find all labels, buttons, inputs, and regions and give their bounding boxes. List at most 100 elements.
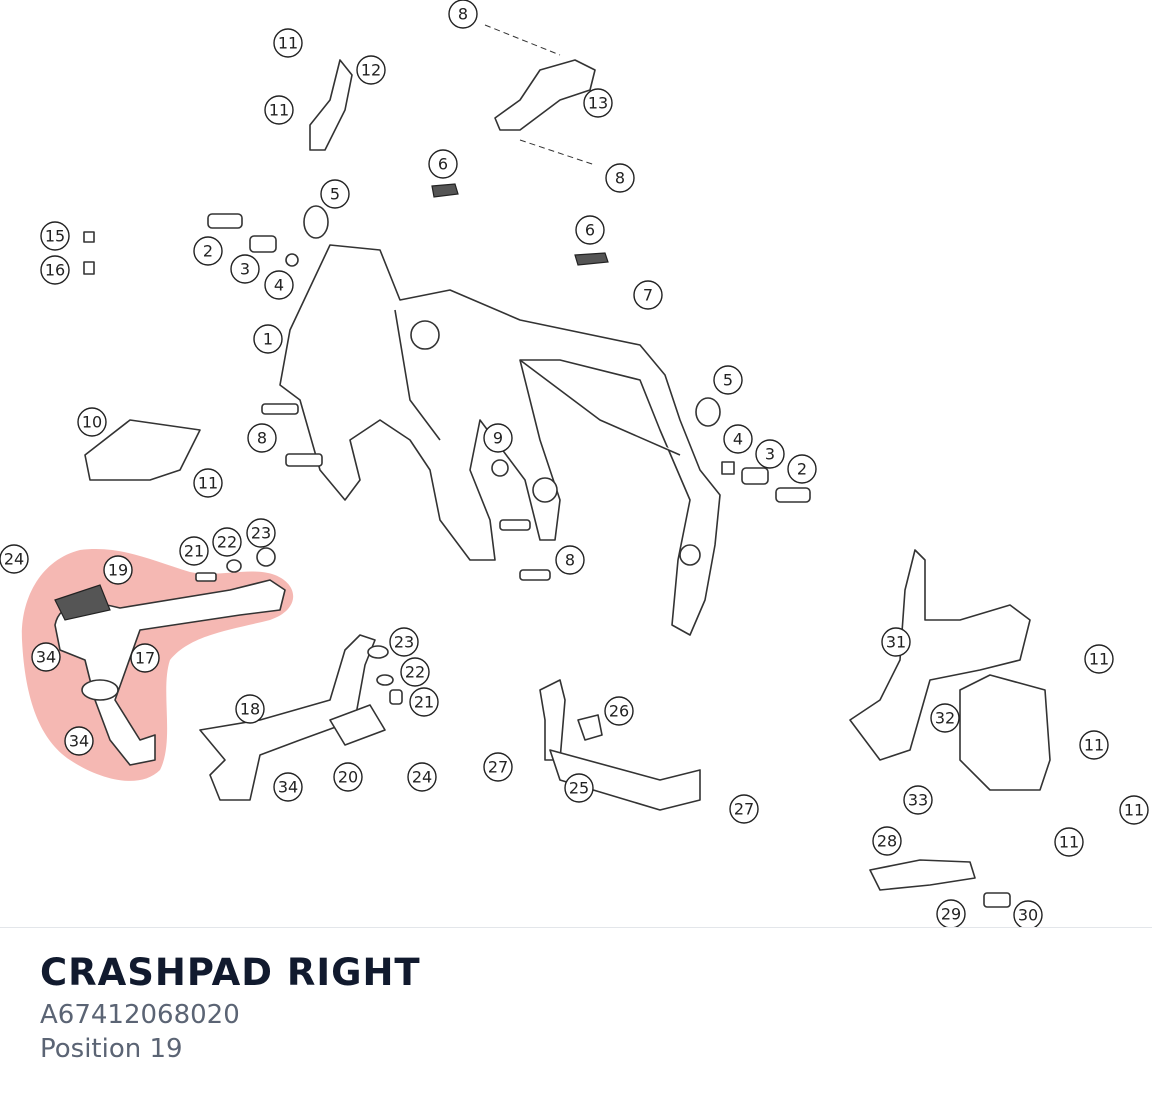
svg-text:8: 8 bbox=[615, 169, 625, 188]
callout-11[interactable]: 11 bbox=[1054, 827, 1084, 857]
svg-text:29: 29 bbox=[941, 905, 961, 924]
callout-6[interactable]: 6 bbox=[575, 215, 605, 245]
callout-21[interactable]: 21 bbox=[409, 687, 439, 717]
part-info-panel: CRASHPAD RIGHT A67412068020 Position 19 bbox=[40, 948, 421, 1066]
callout-11[interactable]: 11 bbox=[264, 95, 294, 125]
callout-12[interactable]: 12 bbox=[356, 55, 386, 85]
exploded-parts-diagram: 8 11 12 11 13 8 6 5 6 15 2 3 16 4 7 1 5 … bbox=[0, 0, 1149, 928]
crashpad-right[interactable] bbox=[54, 579, 286, 766]
callout-30[interactable]: 30 bbox=[1013, 900, 1043, 928]
svg-text:34: 34 bbox=[36, 648, 56, 667]
svg-text:3: 3 bbox=[240, 260, 250, 279]
svg-text:27: 27 bbox=[734, 800, 754, 819]
callout-6[interactable]: 6 bbox=[428, 149, 458, 179]
callout-33[interactable]: 33 bbox=[903, 785, 933, 815]
callout-9[interactable]: 9 bbox=[483, 423, 513, 453]
callout-2[interactable]: 2 bbox=[787, 454, 817, 484]
callout-8[interactable]: 8 bbox=[247, 423, 277, 453]
svg-text:13: 13 bbox=[588, 94, 608, 113]
svg-text:11: 11 bbox=[278, 34, 298, 53]
callout-4[interactable]: 4 bbox=[264, 270, 294, 300]
callout-10[interactable]: 10 bbox=[77, 407, 107, 437]
callout-27[interactable]: 27 bbox=[729, 794, 759, 824]
callout-13[interactable]: 13 bbox=[583, 88, 613, 118]
callout-2[interactable]: 2 bbox=[193, 236, 223, 266]
callout-15[interactable]: 15 bbox=[40, 221, 70, 251]
svg-text:9: 9 bbox=[493, 429, 503, 448]
svg-text:1: 1 bbox=[263, 330, 273, 349]
callout-22[interactable]: 22 bbox=[212, 527, 242, 557]
callout-4[interactable]: 4 bbox=[723, 424, 753, 454]
callout-23[interactable]: 23 bbox=[389, 627, 419, 657]
svg-text:7: 7 bbox=[643, 286, 653, 305]
callout-23[interactable]: 23 bbox=[246, 518, 276, 548]
callout-11[interactable]: 11 bbox=[273, 28, 303, 58]
callout-14[interactable]: 8 bbox=[448, 0, 478, 29]
callout-27[interactable]: 27 bbox=[483, 752, 513, 782]
svg-text:20: 20 bbox=[338, 768, 358, 787]
callout-31[interactable]: 31 bbox=[881, 627, 911, 657]
callout-20[interactable]: 20 bbox=[333, 762, 363, 792]
callout-21[interactable]: 21 bbox=[179, 536, 209, 566]
svg-text:24: 24 bbox=[4, 550, 24, 569]
svg-text:19: 19 bbox=[108, 561, 128, 580]
callout-11[interactable]: 11 bbox=[1084, 644, 1114, 674]
callout-28[interactable]: 28 bbox=[872, 826, 902, 856]
svg-text:33: 33 bbox=[908, 791, 928, 810]
svg-text:11: 11 bbox=[1089, 650, 1109, 669]
svg-text:22: 22 bbox=[217, 533, 237, 552]
svg-text:12: 12 bbox=[361, 61, 381, 80]
callout-3[interactable]: 3 bbox=[755, 439, 785, 469]
callout-32[interactable]: 32 bbox=[930, 703, 960, 733]
callout-34[interactable]: 34 bbox=[31, 642, 61, 672]
callout-11[interactable]: 11 bbox=[1119, 795, 1149, 825]
svg-text:32: 32 bbox=[935, 709, 955, 728]
svg-text:23: 23 bbox=[394, 633, 414, 652]
callout-17[interactable]: 17 bbox=[130, 643, 160, 673]
svg-text:3: 3 bbox=[765, 445, 775, 464]
svg-text:4: 4 bbox=[733, 430, 743, 449]
svg-text:10: 10 bbox=[82, 413, 102, 432]
callout-7[interactable]: 7 bbox=[633, 280, 663, 310]
svg-text:11: 11 bbox=[1084, 736, 1104, 755]
svg-text:16: 16 bbox=[45, 261, 65, 280]
callout-19[interactable]: 19 bbox=[103, 555, 133, 585]
callout-8[interactable]: 8 bbox=[555, 545, 585, 575]
svg-text:25: 25 bbox=[569, 779, 589, 798]
callout-11[interactable]: 11 bbox=[193, 468, 223, 498]
callout-5[interactable]: 5 bbox=[713, 365, 743, 395]
svg-text:31: 31 bbox=[886, 633, 906, 652]
callout-26[interactable]: 26 bbox=[604, 696, 634, 726]
svg-text:26: 26 bbox=[609, 702, 629, 721]
part-position: Position 19 bbox=[40, 1034, 183, 1064]
callout-14[interactable]: 8 bbox=[605, 163, 635, 193]
svg-text:8: 8 bbox=[257, 429, 267, 448]
svg-text:5: 5 bbox=[723, 371, 733, 390]
svg-text:30: 30 bbox=[1018, 906, 1038, 925]
callout-22[interactable]: 22 bbox=[400, 657, 430, 687]
svg-text:21: 21 bbox=[414, 693, 434, 712]
svg-text:17: 17 bbox=[135, 649, 155, 668]
part-title: CRASHPAD RIGHT bbox=[40, 951, 421, 994]
callout-5[interactable]: 5 bbox=[320, 179, 350, 209]
svg-text:2: 2 bbox=[797, 460, 807, 479]
callout-16[interactable]: 16 bbox=[40, 255, 70, 285]
svg-text:11: 11 bbox=[198, 474, 218, 493]
callout-25[interactable]: 25 bbox=[564, 773, 594, 803]
svg-text:28: 28 bbox=[877, 832, 897, 851]
callout-11[interactable]: 11 bbox=[1079, 730, 1109, 760]
callout-18[interactable]: 18 bbox=[235, 694, 265, 724]
svg-text:6: 6 bbox=[438, 155, 448, 174]
svg-text:22: 22 bbox=[405, 663, 425, 682]
svg-text:27: 27 bbox=[488, 758, 508, 777]
callout-24[interactable]: 24 bbox=[407, 762, 437, 792]
callout-1[interactable]: 1 bbox=[253, 324, 283, 354]
callout-29[interactable]: 29 bbox=[936, 899, 966, 928]
callout-34[interactable]: 34 bbox=[273, 772, 303, 802]
svg-text:11: 11 bbox=[269, 101, 289, 120]
callout-24[interactable]: 24 bbox=[0, 544, 29, 574]
callout-3[interactable]: 3 bbox=[230, 254, 260, 284]
svg-text:6: 6 bbox=[585, 221, 595, 240]
divider bbox=[0, 927, 1152, 928]
callout-34[interactable]: 34 bbox=[64, 726, 94, 756]
